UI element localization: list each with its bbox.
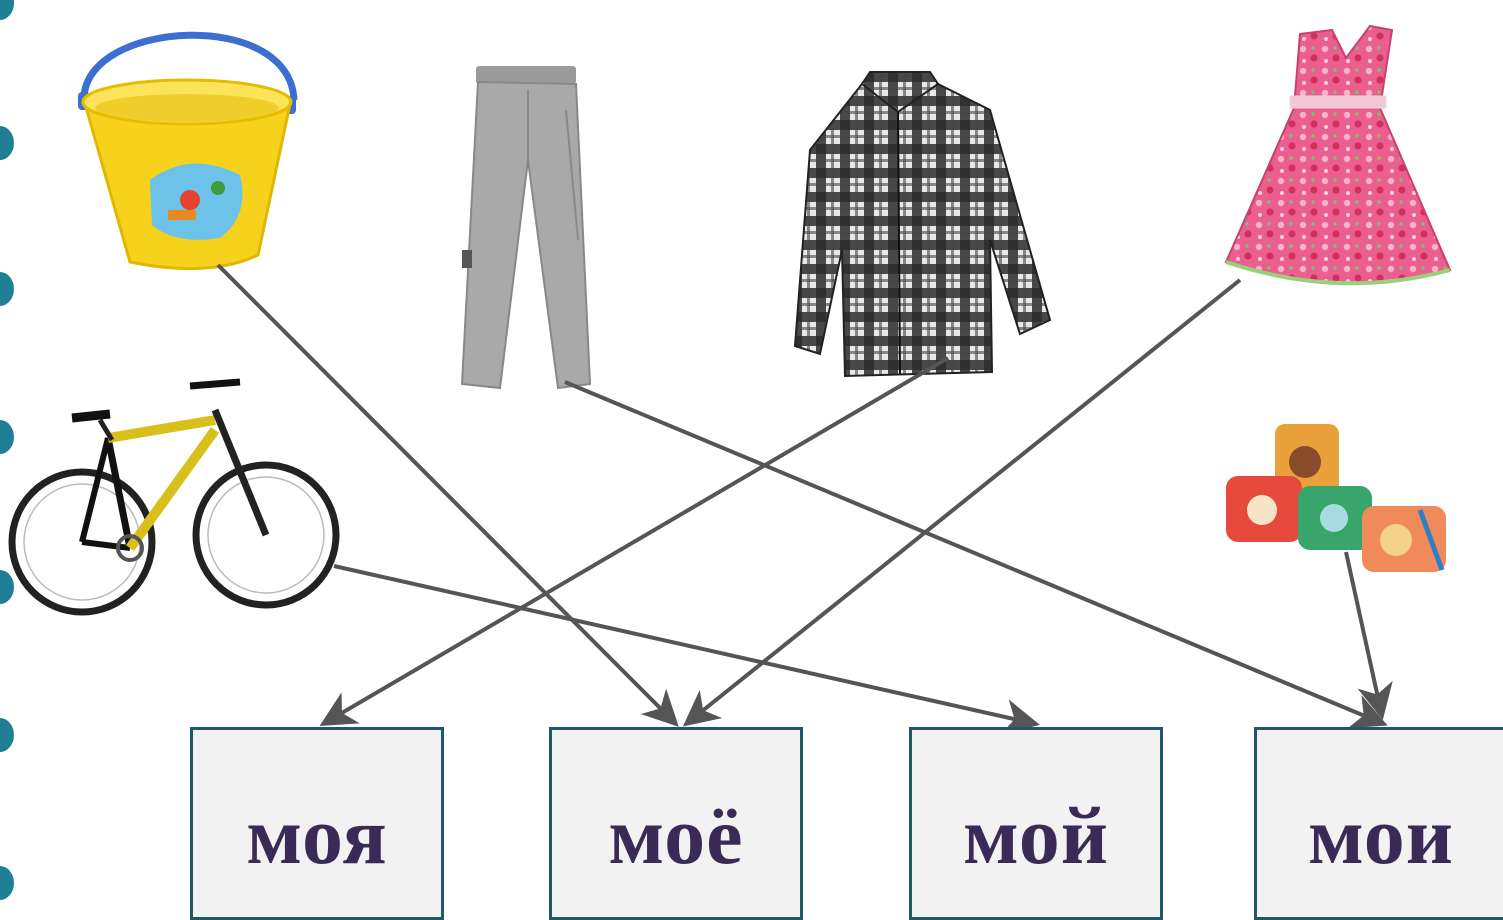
edge-dot xyxy=(0,272,14,306)
word-box-moya[interactable]: моя xyxy=(190,727,444,920)
word-moy: мой xyxy=(962,789,1110,881)
arrow-blocks-to-moi xyxy=(1344,551,1393,720)
edge-dot xyxy=(0,420,14,454)
word-moya: моя xyxy=(246,789,388,881)
edge-dot xyxy=(0,570,14,604)
shirt-picture xyxy=(793,71,1052,378)
word-moyo: моё xyxy=(608,789,744,881)
word-box-moyo[interactable]: моё xyxy=(549,727,803,920)
edge-dot xyxy=(0,126,14,160)
arrow-trousers-to-moi xyxy=(564,380,1388,729)
blocks-picture xyxy=(1226,424,1446,572)
arrow-shirt-to-moya xyxy=(319,356,950,727)
word-box-moi[interactable]: мои xyxy=(1254,727,1503,920)
word-box-moy[interactable]: мой xyxy=(909,727,1163,920)
arrow-dress-to-moyo xyxy=(682,278,1242,727)
edge-dot xyxy=(0,866,14,900)
dress-picture xyxy=(1224,24,1452,286)
arrow-bucket-to-moyo xyxy=(216,263,679,727)
word-moi: мои xyxy=(1307,789,1455,881)
trousers-picture xyxy=(460,66,592,390)
edge-dot xyxy=(0,718,14,752)
arrow-bicycle-to-moy xyxy=(333,564,1040,735)
bicycle-picture xyxy=(8,378,340,616)
bucket-picture xyxy=(78,31,298,271)
arrows xyxy=(216,263,1393,735)
